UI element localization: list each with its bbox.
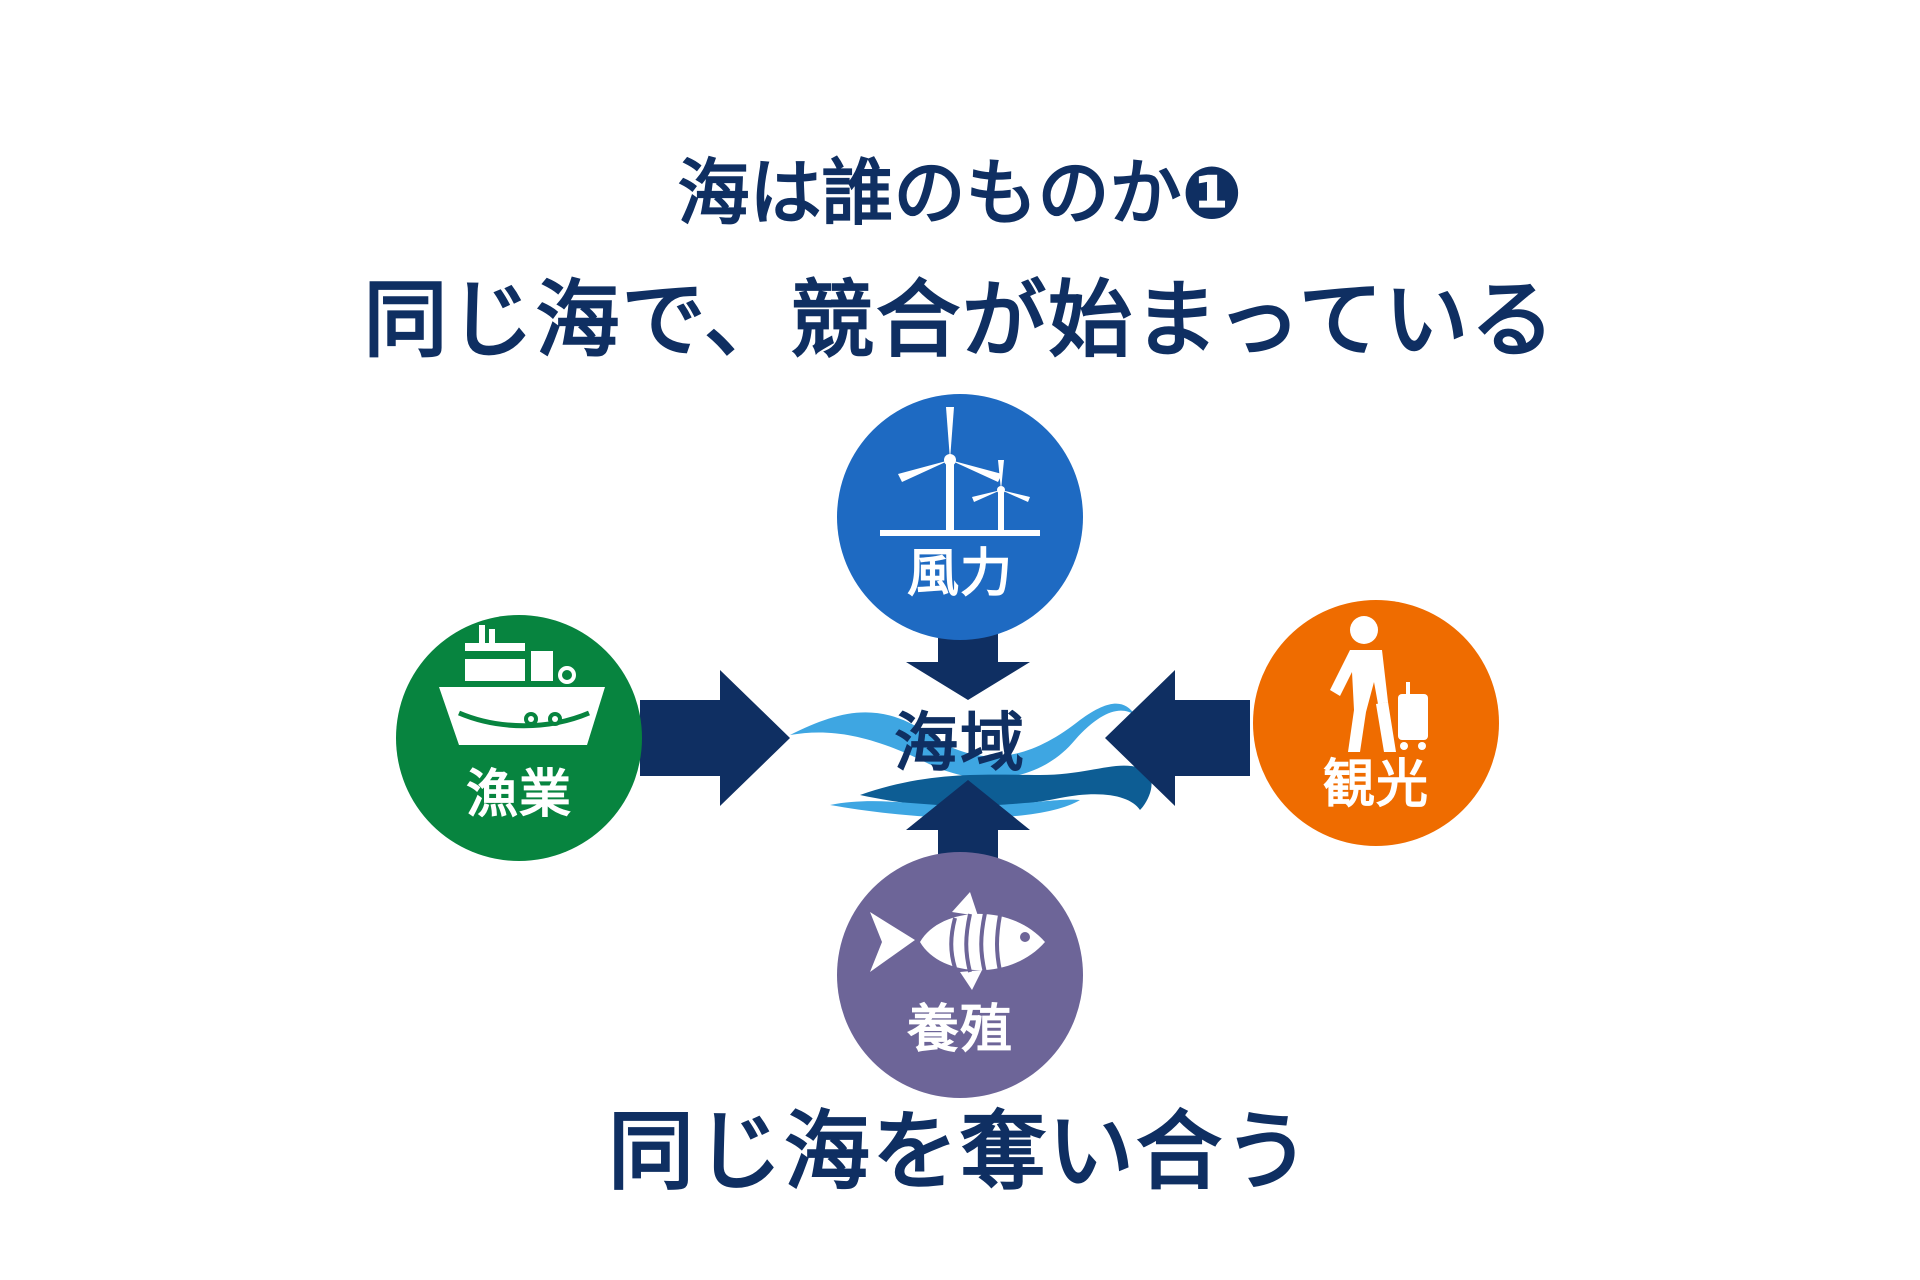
node-aquaculture: 養殖 — [837, 852, 1083, 1098]
fishing-label: 漁業 — [465, 765, 572, 825]
node-tourism: 観光 — [1253, 600, 1499, 846]
arrow-from-wind — [906, 602, 1030, 700]
aquaculture-label: 養殖 — [906, 1000, 1013, 1060]
wave-light-band — [790, 703, 1135, 779]
title-line-2: 同じ海で、競合が始まっている — [363, 271, 1557, 369]
arrow-from-tourism — [1105, 670, 1250, 806]
center-label-sea-area: 海域 — [894, 707, 1026, 781]
tourism-label: 観光 — [1322, 755, 1429, 815]
bottom-caption: 同じ海を奪い合う — [608, 1102, 1312, 1202]
wind-label: 風力 — [906, 544, 1013, 604]
arrow-from-aquaculture — [906, 780, 1030, 888]
fish-icon — [870, 892, 1045, 990]
traveler-with-suitcase-icon — [1330, 616, 1428, 752]
node-fishing: 漁業 — [396, 615, 642, 861]
arrow-from-fishing — [640, 670, 790, 806]
wave-dark-band — [860, 765, 1152, 810]
node-wind-power: 風力 — [837, 394, 1083, 640]
fishing-boat-icon — [439, 625, 605, 745]
title-line-1: 海は誰のものか❶ — [677, 151, 1243, 235]
wind-turbine-icon — [880, 407, 1040, 536]
